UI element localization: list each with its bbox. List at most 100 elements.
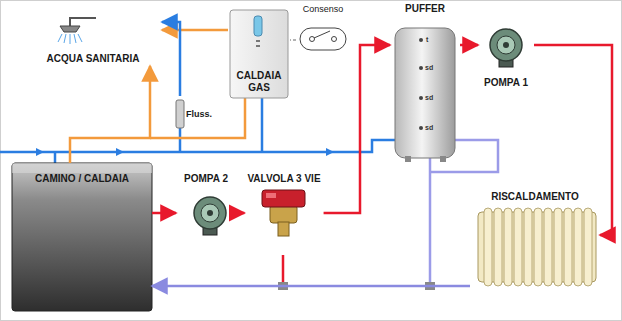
gas-boiler: CALDAIA GAS xyxy=(228,8,290,100)
radiator xyxy=(484,208,492,286)
pipe-connector xyxy=(162,29,228,32)
radiator xyxy=(478,208,596,286)
node-label: VALVOLA 3 VIE xyxy=(247,173,320,185)
fireplace-boiler xyxy=(12,163,152,311)
circulation-pump xyxy=(194,197,226,235)
radiator xyxy=(514,208,522,286)
pipe-connector xyxy=(70,66,150,163)
shower xyxy=(64,34,66,43)
radiator xyxy=(544,208,552,286)
buffer-tank xyxy=(405,156,411,162)
sensor-label: sd xyxy=(425,64,433,72)
flow-arrows xyxy=(326,148,334,156)
shower xyxy=(70,18,96,26)
pipe-connector xyxy=(236,212,244,215)
node-label: POMPA 2 xyxy=(184,173,228,185)
shower-fixture: ACQUA SANITARIA xyxy=(24,14,162,66)
node-label: CAMINO / CALDAIA xyxy=(35,173,129,185)
node-label: Fluss. xyxy=(186,108,212,120)
shower xyxy=(58,18,96,44)
node-label: CALDAIA GAS xyxy=(230,70,288,94)
buffer-tank xyxy=(419,66,423,70)
three-way-valve xyxy=(278,222,289,236)
three-way-valve xyxy=(262,190,305,236)
buffer-tank xyxy=(395,28,455,162)
gas-boiler xyxy=(256,40,260,42)
circulation-pump xyxy=(201,204,219,222)
shower xyxy=(60,26,80,32)
gas-boiler xyxy=(230,10,288,98)
cold-water-pipe xyxy=(0,140,395,152)
radiator xyxy=(524,208,532,286)
flow-switch: Fluss. xyxy=(172,96,215,130)
node-label: POMPA 1 xyxy=(484,77,528,89)
node-label: RISCALDAMENTO xyxy=(491,191,579,203)
cold-water-pipe xyxy=(179,128,182,152)
node-label: ACQUA SANITARIA xyxy=(47,53,140,65)
buffer-tank xyxy=(419,126,423,130)
pipe-connector xyxy=(152,285,470,288)
flow-switch xyxy=(176,100,184,128)
enable-switch xyxy=(314,31,330,38)
radiator xyxy=(494,208,502,286)
enable-switch xyxy=(300,28,346,50)
pipe-connector xyxy=(290,39,296,40)
flow-arrows xyxy=(36,148,44,156)
fireplace-boiler: CAMINO / CALDAIA xyxy=(12,163,152,311)
enable-switch xyxy=(300,28,346,50)
pipe-connector xyxy=(152,212,176,215)
flow-arrows xyxy=(36,148,334,156)
cold-water-pipe xyxy=(261,98,264,152)
gas-boiler xyxy=(254,16,262,36)
cold-water-pipe xyxy=(54,152,57,163)
gas-boiler xyxy=(230,10,288,98)
flow-switch xyxy=(176,100,184,128)
three-way-valve xyxy=(270,205,297,223)
sensor-label: sd xyxy=(425,94,433,102)
return-pipe xyxy=(429,158,432,286)
three-way-valve xyxy=(262,190,305,207)
bypass-pipe xyxy=(282,255,285,284)
circulation-pump xyxy=(194,197,226,229)
circulation-pump xyxy=(207,210,213,216)
buffer-tank xyxy=(395,28,455,158)
radiator xyxy=(504,208,512,286)
three-way-valve xyxy=(266,193,276,198)
pipe-connector xyxy=(324,45,390,213)
buffer-tank xyxy=(419,96,423,100)
hot-water-pipe xyxy=(150,98,245,138)
radiator xyxy=(554,208,562,286)
enable-switch: Consenso xyxy=(296,2,350,54)
radiator xyxy=(564,208,572,286)
pump: POMPA 1 xyxy=(478,22,534,90)
enable-switch xyxy=(332,37,337,42)
pipe-connector xyxy=(162,22,180,96)
flow-arrows xyxy=(116,148,124,156)
buffer-tank xyxy=(419,38,423,42)
three-way-valve: VALVOLA 3 VIE xyxy=(244,172,323,258)
radiator xyxy=(574,208,582,286)
gas-boiler xyxy=(256,45,260,47)
node-label: PUFFER xyxy=(405,3,445,15)
shower xyxy=(74,34,76,43)
pump: POMPA 2 xyxy=(176,172,236,234)
pipe-connector xyxy=(534,45,612,235)
shower xyxy=(78,34,82,42)
pipe-connector xyxy=(460,44,478,47)
radiator xyxy=(584,208,592,286)
circulation-pump xyxy=(490,29,522,67)
fireplace-boiler xyxy=(12,163,152,311)
circulation-pump xyxy=(503,42,509,48)
shower xyxy=(70,34,71,44)
node-label: Consenso xyxy=(303,3,344,15)
circulation-pump xyxy=(490,29,522,61)
radiator xyxy=(534,208,542,286)
buffer-tank: PUFFER xyxy=(390,2,460,160)
fireplace-boiler xyxy=(12,163,152,173)
